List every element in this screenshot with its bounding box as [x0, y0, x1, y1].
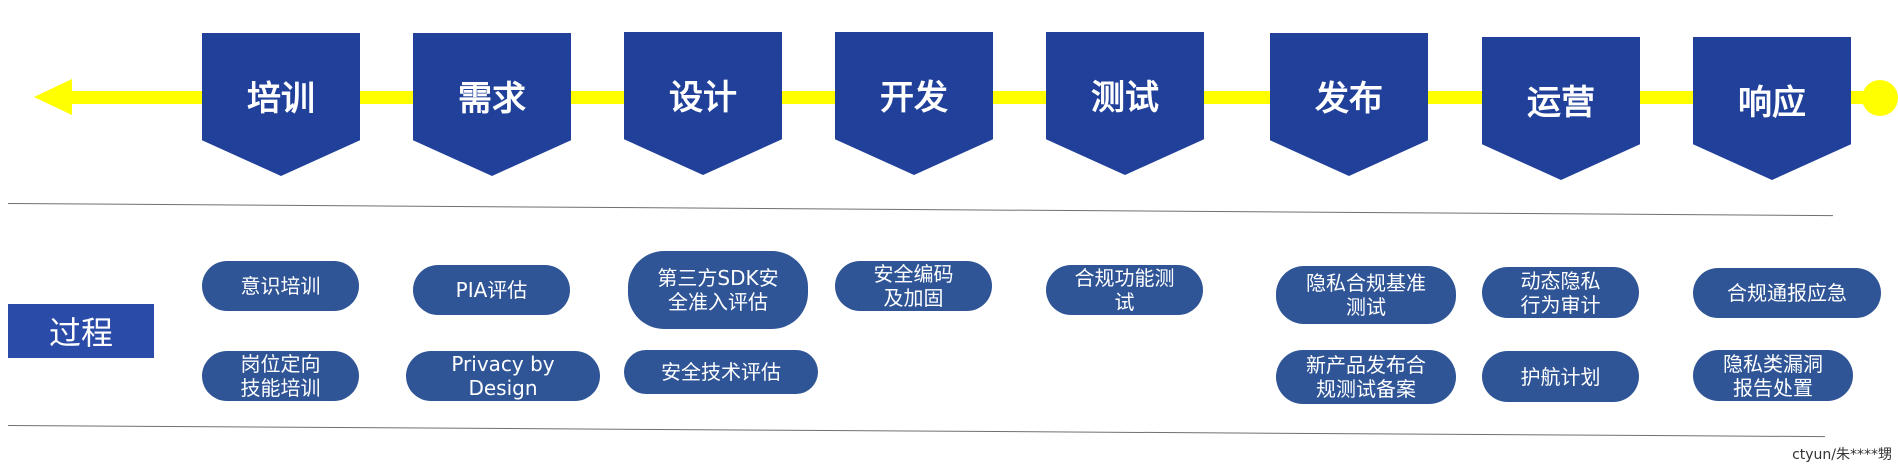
activity-dynamic-privacy-audit: 动态隐私 行为审计 — [1482, 267, 1639, 318]
activity-new-product-compliance-filing: 新产品发布合 规测试备案 — [1276, 350, 1456, 404]
phase-requirements: 需求 — [413, 33, 571, 176]
phase-release: 发布 — [1270, 33, 1428, 176]
divider-bottom — [7, 425, 1825, 438]
process-label: 过程 — [8, 304, 154, 358]
phase-design: 设计 — [624, 32, 782, 175]
activity-privacy-vuln-handling: 隐私类漏洞 报告处置 — [1693, 350, 1853, 401]
timeline-arrow-left-icon — [34, 79, 72, 115]
activity-pia-assessment: PIA评估 — [413, 265, 570, 315]
timeline-end-dot-icon — [1862, 80, 1898, 116]
activity-role-skill-training: 岗位定向 技能培训 — [202, 351, 359, 401]
phase-testing: 测试 — [1046, 32, 1204, 175]
activity-compliance-function-testing: 合规功能测 试 — [1046, 265, 1203, 315]
activity-awareness-training: 意识培训 — [202, 261, 359, 311]
phase-development: 开发 — [835, 32, 993, 175]
activity-compliance-alert-response: 合规通报应急 — [1693, 268, 1881, 318]
activity-sdk-security-review: 第三方SDK安 全准入评估 — [628, 251, 808, 329]
activity-privacy-baseline-testing: 隐私合规基准 测试 — [1276, 266, 1456, 324]
activity-secure-coding-hardening: 安全编码 及加固 — [835, 261, 992, 311]
divider-top — [7, 203, 1833, 217]
phase-response: 响应 — [1693, 37, 1851, 180]
phase-operations: 运营 — [1482, 37, 1640, 180]
activity-security-tech-assessment: 安全技术评估 — [624, 350, 818, 394]
activity-privacy-by-design: Privacy by Design — [406, 351, 600, 401]
watermark: ctyun/朱****甥 — [1792, 447, 1892, 463]
activity-escort-plan: 护航计划 — [1482, 351, 1639, 402]
phase-training: 培训 — [202, 33, 360, 176]
